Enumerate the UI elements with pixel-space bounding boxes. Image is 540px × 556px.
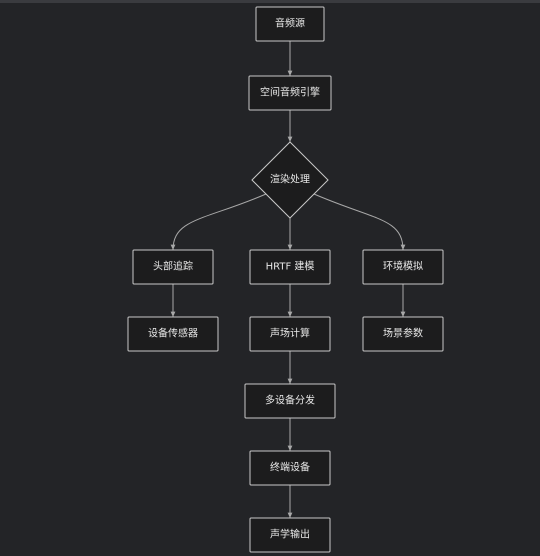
process-box: [255, 6, 325, 42]
top-border: [0, 0, 540, 3]
node-env-sim: 环境模拟: [362, 249, 444, 285]
process-box: [249, 517, 331, 553]
process-box: [244, 383, 336, 419]
edge-render-to-env-sim: [313, 193, 406, 251]
node-sound-field: 声场计算: [249, 316, 331, 352]
process-box: [127, 316, 219, 352]
node-spatial-engine: 空间音频引擎: [248, 75, 332, 111]
process-box: [248, 75, 332, 111]
process-box: [249, 316, 331, 352]
node-label: 多设备分发: [265, 394, 315, 407]
node-label: 声场计算: [270, 327, 310, 340]
node-label: 场景参数: [383, 327, 423, 340]
node-label: HRTF 建模: [266, 260, 315, 273]
node-terminal: 终端设备: [249, 450, 331, 486]
process-box: [249, 450, 331, 486]
node-label: 空间音频引擎: [260, 86, 320, 99]
node-label: 环境模拟: [383, 260, 423, 273]
node-acoustic-out: 声学输出: [249, 517, 331, 553]
node-label: 设备传感器: [148, 327, 198, 340]
process-box: [132, 249, 214, 285]
process-box: [249, 249, 331, 285]
decision-diamond: [251, 141, 329, 219]
process-box: [362, 316, 444, 352]
node-sensors: 设备传感器: [127, 316, 219, 352]
node-label: 渲染处理: [270, 173, 310, 186]
process-box: [362, 249, 444, 285]
edges-layer: [170, 41, 406, 518]
node-render: 渲染处理: [251, 141, 329, 219]
node-audio-source: 音频源: [255, 6, 325, 42]
node-label: 声学输出: [270, 528, 310, 541]
node-label: 终端设备: [270, 461, 310, 474]
node-label: 音频源: [275, 17, 305, 30]
node-head-tracking: 头部追踪: [132, 249, 214, 285]
node-multi-device: 多设备分发: [244, 383, 336, 419]
node-label: 头部追踪: [153, 260, 193, 273]
edge-render-to-head-tracking: [170, 193, 267, 251]
node-scene-params: 场景参数: [362, 316, 444, 352]
node-hrtf: HRTF 建模: [249, 249, 331, 285]
